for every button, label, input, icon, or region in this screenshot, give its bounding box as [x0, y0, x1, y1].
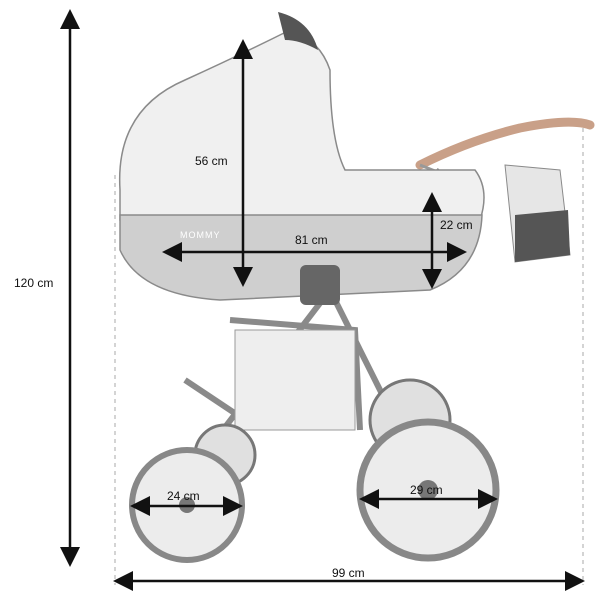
hood-visor [278, 12, 318, 50]
total-height-label: 120 cm [14, 276, 54, 290]
brand-logo: MOMMY [180, 230, 221, 240]
carrycot-hood [118, 29, 485, 221]
carrycot-depth-label: 22 cm [440, 218, 473, 232]
frame-joint [300, 265, 340, 305]
rear-wheel-label: 29 cm [410, 483, 443, 497]
carrycot-height-label: 56 cm [195, 154, 228, 168]
front-wheel-label: 24 cm [167, 489, 200, 503]
carrycot-length-label: 81 cm [295, 233, 328, 247]
shopping-basket [234, 329, 356, 431]
total-length-label: 99 cm [332, 566, 365, 580]
handlebar [415, 117, 595, 170]
